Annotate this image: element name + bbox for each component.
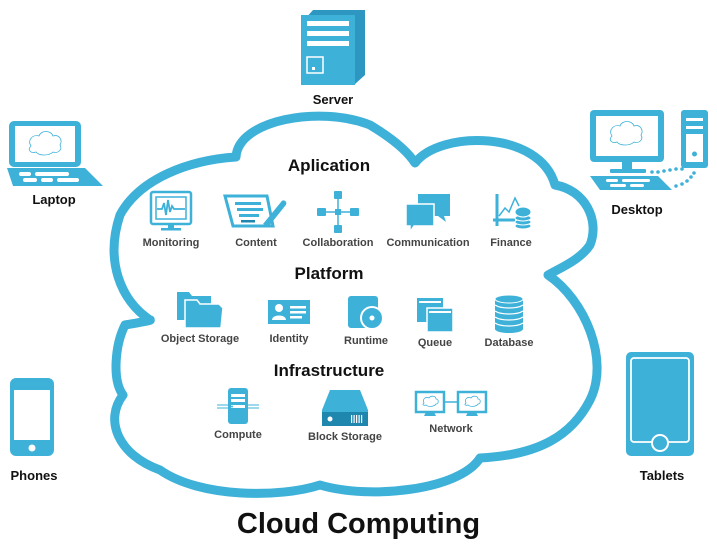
section-title-infrastructure: Infrastructure xyxy=(273,361,385,380)
database-icon xyxy=(494,294,524,333)
service-label: Database xyxy=(484,337,534,349)
queue-icon xyxy=(417,298,454,333)
service-label: Monitoring xyxy=(142,237,200,249)
service-label: Collaboration xyxy=(302,237,374,249)
service-communication: Communication xyxy=(373,190,483,249)
tablets-label: Tablets xyxy=(639,468,685,483)
compute-icon xyxy=(217,388,259,424)
runtime-icon xyxy=(348,296,384,330)
monitoring-icon xyxy=(149,190,193,231)
service-block-storage: Block Storage xyxy=(290,388,400,443)
service-object-storage: Object Storage xyxy=(145,290,255,345)
server-icon xyxy=(301,10,365,85)
service-network: Network xyxy=(396,390,506,435)
laptop-label: Laptop xyxy=(32,192,76,207)
service-identity: Identity xyxy=(234,296,344,345)
desktop-icon xyxy=(590,110,708,190)
service-label: Compute xyxy=(214,429,262,441)
collaboration-icon xyxy=(317,191,359,233)
service-label: Content xyxy=(235,237,277,249)
server-label: Server xyxy=(312,92,354,107)
service-label: Identity xyxy=(269,333,309,345)
phone-icon xyxy=(10,378,54,456)
service-collaboration: Collaboration xyxy=(283,190,393,249)
service-label: Queue xyxy=(417,337,453,349)
service-compute: Compute xyxy=(183,386,293,441)
phones-label: Phones xyxy=(10,468,58,483)
server-device xyxy=(297,5,367,115)
finance-icon xyxy=(493,194,532,230)
laptop-device xyxy=(5,118,105,193)
phones-device xyxy=(10,378,56,463)
service-label: Communication xyxy=(386,237,470,249)
communication-icon xyxy=(405,194,450,234)
service-monitoring: Monitoring xyxy=(116,190,226,249)
section-title-platform: Platform xyxy=(294,264,364,283)
service-database: Database xyxy=(454,294,564,349)
block-storage-icon xyxy=(322,390,368,426)
identity-icon xyxy=(268,300,310,324)
service-label: Block Storage xyxy=(308,431,382,443)
service-content: Content xyxy=(201,190,311,249)
service-label: Object Storage xyxy=(160,333,240,345)
content-icon xyxy=(223,194,287,228)
service-label: Finance xyxy=(490,237,532,249)
service-label: Network xyxy=(429,423,473,435)
service-finance: Finance xyxy=(456,190,566,249)
section-title-application: Aplication xyxy=(287,156,371,175)
tablets-device xyxy=(626,352,696,463)
desktop-device xyxy=(588,108,713,198)
diagram-title: Cloud Computing xyxy=(236,508,481,540)
service-runtime: Runtime xyxy=(311,294,421,347)
tablet-icon xyxy=(626,352,694,456)
folder-icon xyxy=(177,292,224,329)
laptop-icon xyxy=(7,121,103,186)
desktop-label: Desktop xyxy=(611,202,663,217)
service-queue: Queue xyxy=(380,296,490,349)
service-label: Runtime xyxy=(344,335,388,347)
network-icon xyxy=(414,390,488,416)
